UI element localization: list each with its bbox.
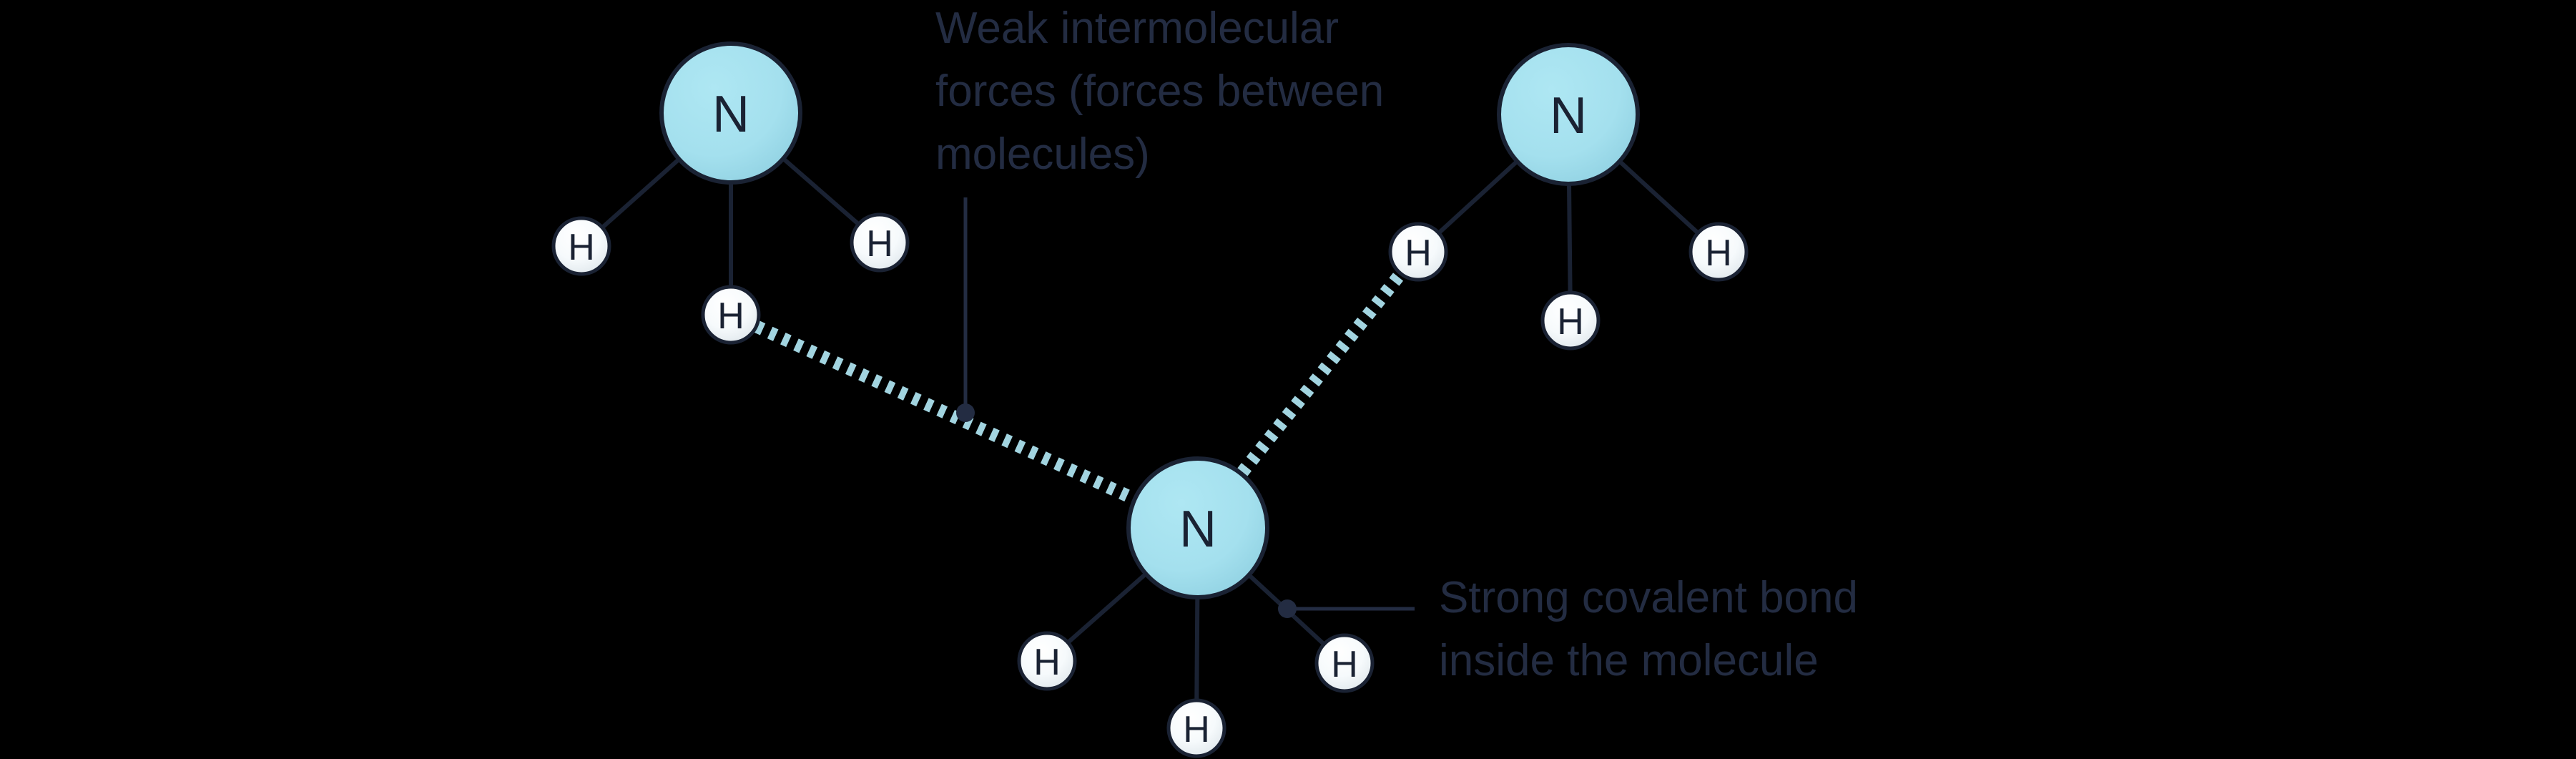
hydrogen-atom: [1017, 631, 1077, 691]
hydrogen-atom: [850, 212, 910, 273]
hydrogen-atom-label: H: [1557, 301, 1584, 343]
nitrogen-atom: [1126, 456, 1269, 599]
weak-forces-label-line3: molecules): [935, 129, 1150, 179]
weak-forces-label-line2: forces (forces between: [935, 67, 1385, 116]
hydrogen-atom: [1388, 222, 1448, 282]
hydrogen-atom-label: H: [1331, 644, 1358, 685]
molecule-2: N H H H: [1388, 43, 1749, 351]
hydrogen-atom: [551, 216, 611, 276]
weak-label-pointer-dot: [956, 403, 975, 422]
nitrogen-atom-label: N: [1179, 501, 1216, 558]
hydrogen-atom-label: H: [717, 295, 744, 337]
hydrogen-atom: [701, 285, 761, 345]
strong-bond-label: Strong covalent bond inside the molecule: [1439, 567, 1858, 692]
nitrogen-atom-label: N: [712, 86, 749, 143]
hydrogen-atom: [1540, 290, 1601, 351]
nitrogen-atom: [1497, 43, 1640, 186]
hydrogen-atom: [1688, 222, 1749, 282]
hydrogen-atom: [1314, 633, 1375, 693]
nitrogen-atom: [659, 41, 802, 185]
weak-forces-label-line1: Weak intermolecular: [935, 4, 1339, 53]
strong-bond-label-line2: inside the molecule: [1439, 636, 1819, 685]
hydrogen-atom-label: H: [1405, 232, 1432, 274]
hydrogen-atom-label: H: [1183, 709, 1210, 750]
strong-bond-label-line1: Strong covalent bond: [1439, 573, 1858, 622]
hydrogen-atom-label: H: [1705, 232, 1732, 274]
hydrogen-atom-label: H: [1033, 642, 1061, 683]
hydrogen-atom-label: H: [568, 227, 595, 268]
hydrogen-atom: [1166, 698, 1226, 758]
molecule-3: N H H H: [1017, 456, 1375, 758]
nitrogen-atom-label: N: [1550, 87, 1587, 145]
weak-forces-label: Weak intermolecular forces (forces betwe…: [935, 0, 1384, 186]
hydrogen-atom-label: H: [866, 223, 893, 265]
molecule-1: N H H H: [551, 41, 910, 345]
